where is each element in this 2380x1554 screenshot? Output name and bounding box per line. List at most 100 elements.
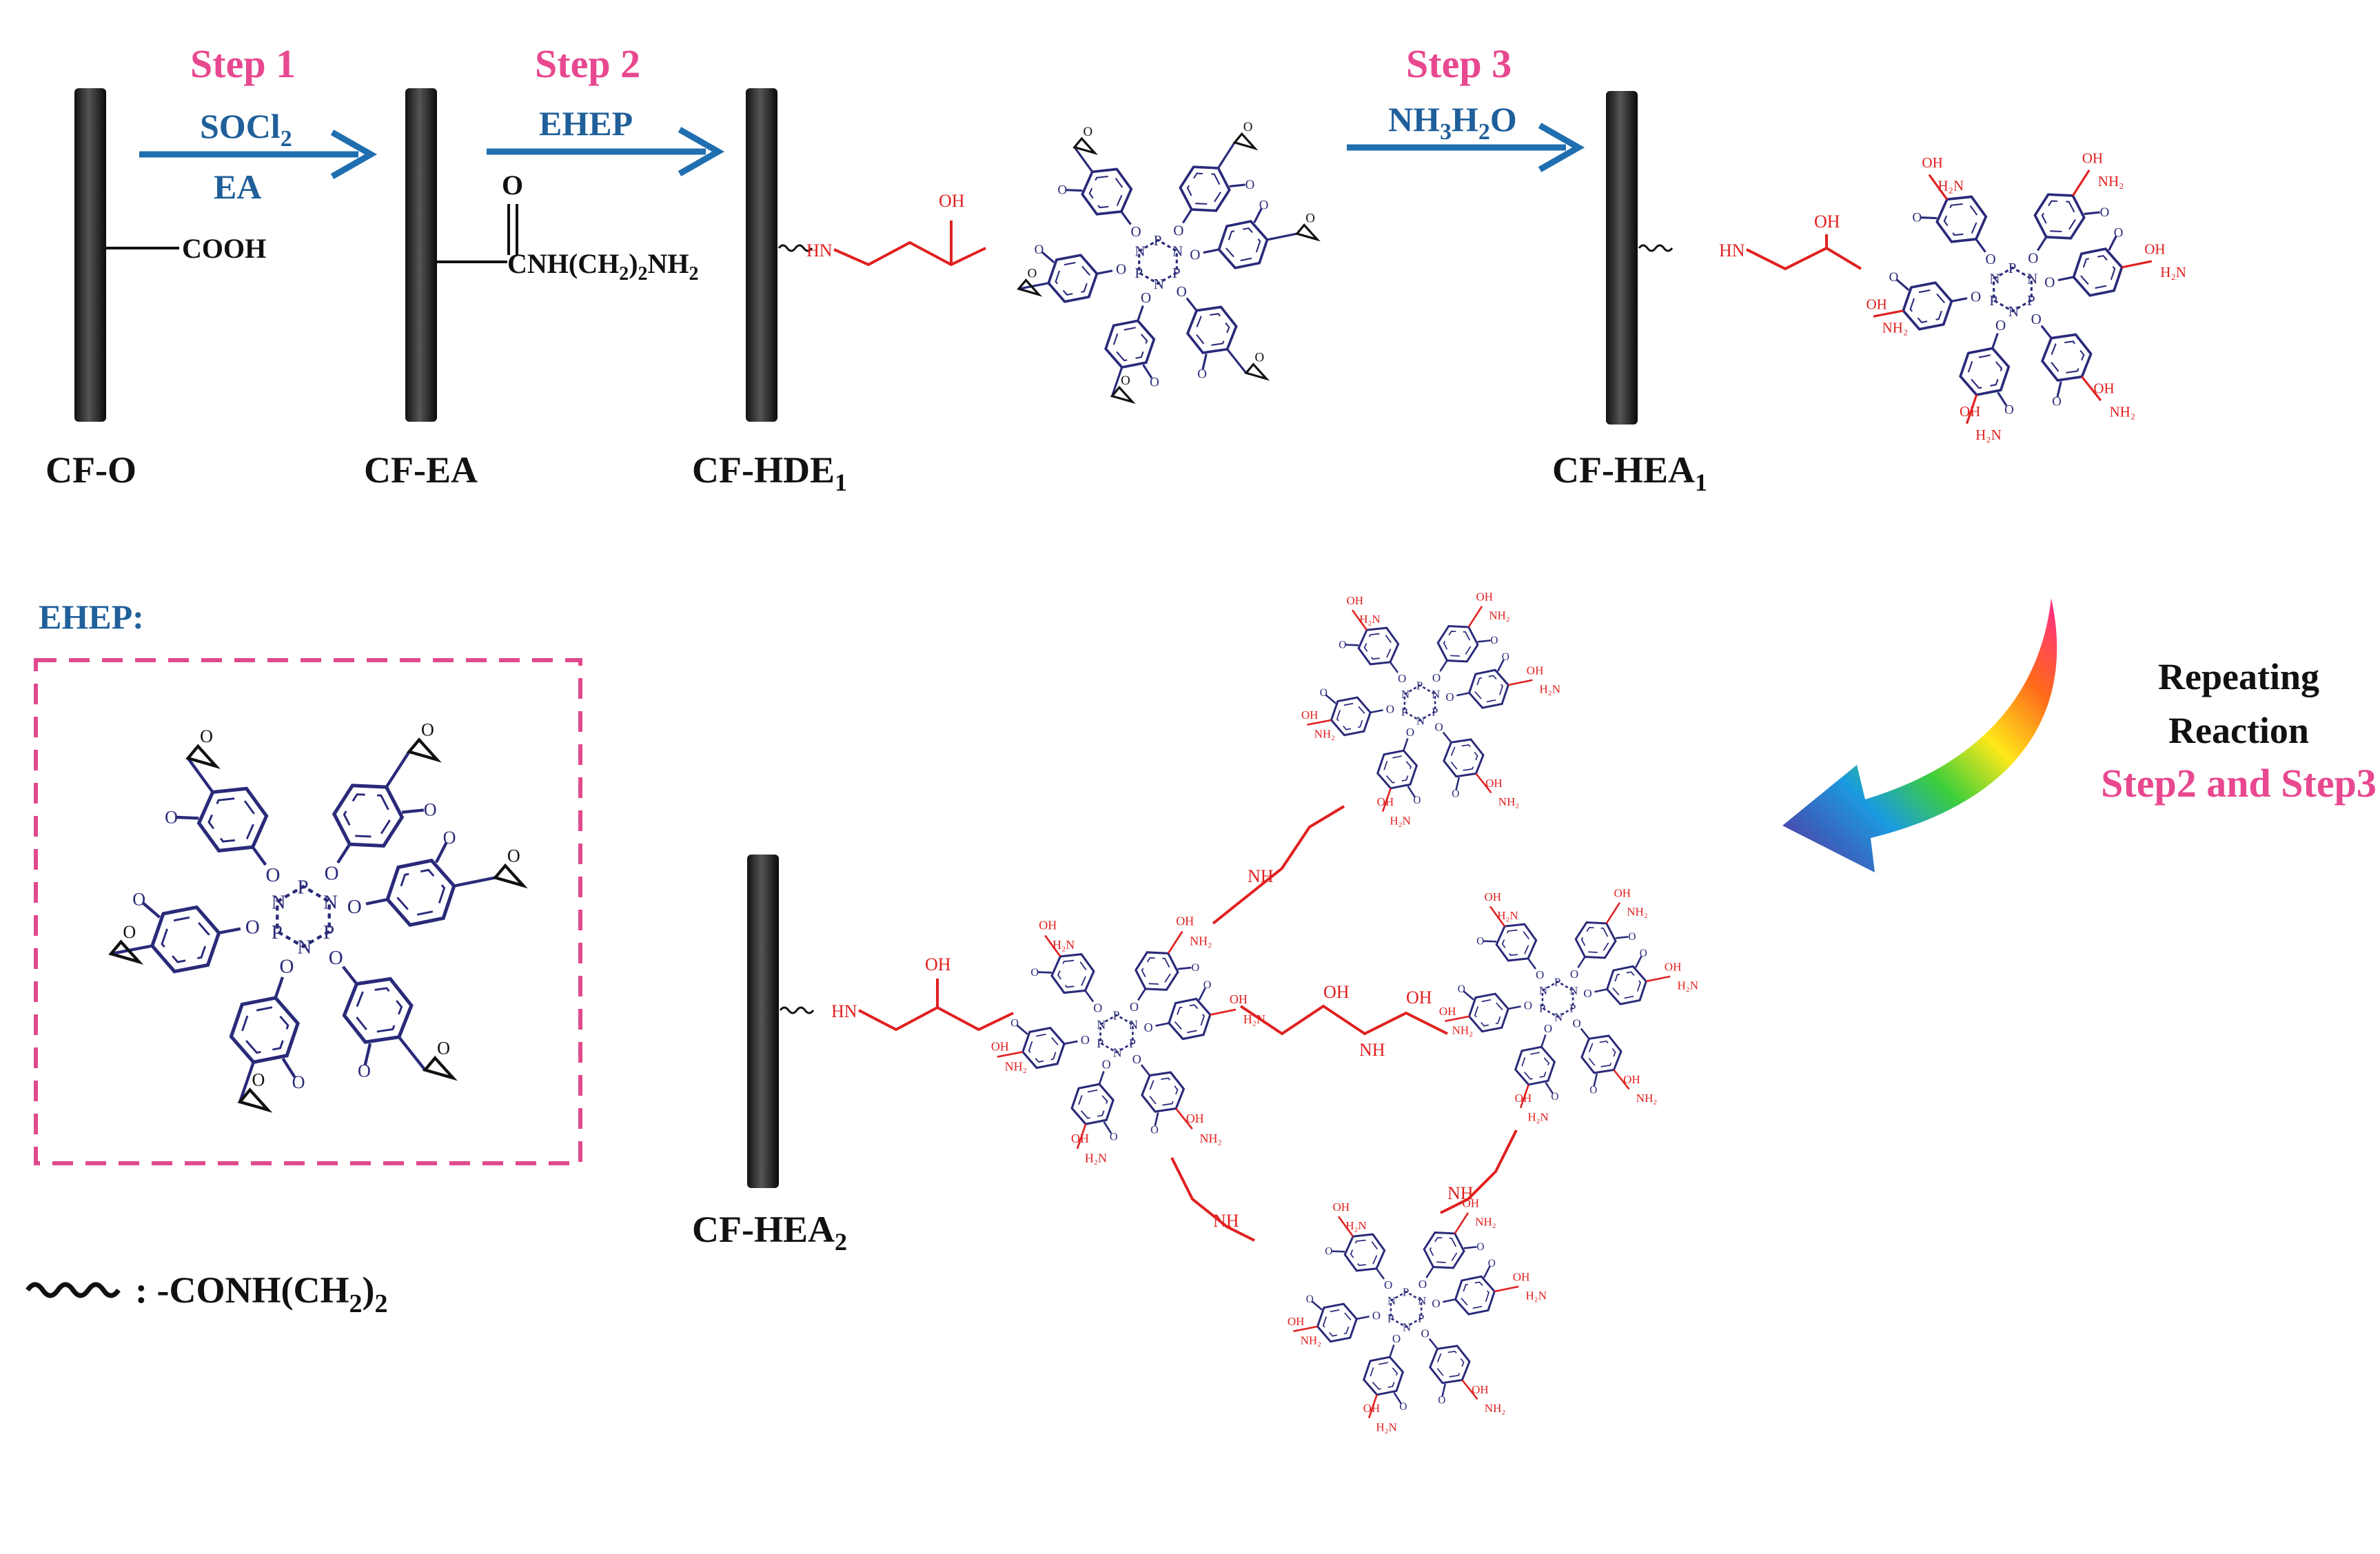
ether-oxygen: O [1986, 251, 1996, 267]
bridge-nh-2: NH [1248, 866, 1274, 886]
hydroxyl-group: OH [1515, 1092, 1532, 1105]
benzene-ring [229, 996, 300, 1065]
ring-atom-n: N [1403, 1320, 1411, 1333]
ether-oxygen: O [280, 956, 294, 978]
hydroxyl-group: OH [1485, 777, 1503, 790]
benzene-ring [1429, 1345, 1471, 1384]
fiber-cf-hea1: CF-HEA1 [1552, 91, 1707, 496]
ehep-box [34, 658, 582, 1165]
amine-group: NH₂ [1475, 1216, 1496, 1229]
amine-group: H₂N [1359, 613, 1380, 626]
step3-label: Step 3 [1406, 41, 1512, 86]
amine-group: H₂N [1085, 1152, 1107, 1165]
ring-atom-p: P [1097, 1036, 1103, 1050]
bridge-nh-3: NH [1447, 1183, 1474, 1203]
epoxide-oxygen: O [1305, 211, 1315, 225]
hydroxyl-group: OH [1176, 914, 1194, 928]
methoxy-oxygen: O [2004, 402, 2014, 417]
amine-group: H₂N [1390, 814, 1410, 827]
epoxide-oxygen: O [507, 846, 520, 866]
hydroxyl-group: OH [2093, 380, 2114, 397]
core-bridges: OH OH NH NH NH NH [1170, 805, 1518, 1242]
methoxy-oxygen: O [1320, 687, 1328, 699]
hydroxyl-group: OH [1301, 708, 1319, 722]
phosphazene-ring [1993, 266, 2033, 313]
step2-arrow [487, 127, 725, 176]
amine-group: NH₂ [1489, 609, 1509, 622]
amine-group: H₂N [1345, 1219, 1366, 1232]
oh-atom: OH [939, 191, 965, 211]
methoxy-oxygen: O [1476, 935, 1484, 947]
benzene-ring [1935, 195, 1988, 243]
repeat-line2: Reaction [2168, 710, 2309, 751]
benzene-ring [2040, 333, 2093, 382]
amine-group: H₂N [1243, 1012, 1265, 1026]
benzene-ring [1168, 997, 1212, 1041]
step3-reagent: NH3H2O [1388, 100, 1517, 145]
ether-oxygen: O [1524, 999, 1532, 1012]
ring-atom-n: N [2008, 303, 2019, 320]
benzene-ring [332, 784, 405, 848]
ring-atom-n: N [2027, 271, 2037, 287]
hn-atom: HN [1719, 241, 1745, 260]
epoxide-icon [108, 939, 144, 965]
ehep-core-hea1: PNPNPNOOOHH₂NOOOHNH₂OOOHH₂NOOOHNH₂OOOHH₂… [1867, 150, 2186, 442]
methoxy-oxygen: O [1110, 1131, 1118, 1143]
methoxy-oxygen: O [1035, 243, 1044, 257]
hydroxyl-group: OH [1922, 154, 1942, 171]
methoxy-oxygen: O [1197, 367, 1207, 381]
step1-label: Step 1 [190, 41, 296, 86]
ether-oxygen: O [1132, 1052, 1141, 1066]
ring-atom-p: P [1154, 232, 1162, 249]
benzene-ring [150, 905, 221, 974]
linker-legend: : -CONH(CH2)2 [26, 1269, 387, 1318]
methoxy-oxygen: O [1203, 979, 1212, 991]
methoxy-oxygen: O [1458, 983, 1465, 995]
hydroxyl-group: OH [1623, 1073, 1640, 1086]
ether-oxygen: O [1141, 289, 1151, 306]
methoxy-oxygen: O [1150, 1123, 1159, 1136]
ring-atom-n: N [323, 891, 338, 913]
benzene-ring [1047, 254, 1099, 303]
hydroxyl-group: OH [1476, 590, 1494, 603]
repeat-arrow [1782, 598, 2057, 872]
methoxy-oxygen: O [1058, 183, 1068, 198]
hn-atom: HN [831, 1001, 857, 1021]
benzene-ring [1959, 347, 2011, 397]
ether-oxygen: O [1432, 671, 1441, 684]
benzene-ring [1495, 923, 1538, 962]
phosphazene-ring [1390, 1291, 1423, 1328]
epoxide-oxygen: O [1255, 350, 1265, 365]
benzene-ring [1902, 281, 1953, 331]
ether-oxygen: O [1573, 1017, 1581, 1030]
hydroxyl-group: OH [2144, 241, 2165, 258]
epoxide-oxygen: O [252, 1070, 265, 1090]
benzene-ring [1217, 220, 1269, 269]
ring-atom-p: P [1989, 292, 1997, 309]
amine-group: NH₂ [1882, 319, 1909, 336]
ring-atom-n: N [1172, 243, 1183, 260]
ring-atom-n: N [1418, 1294, 1426, 1307]
ring-atom-n: N [1113, 1045, 1122, 1059]
methoxy-oxygen: O [1150, 375, 1159, 389]
step3-arrow [1347, 123, 1585, 172]
methoxy-oxygen: O [358, 1061, 371, 1081]
epoxide-icon [1072, 136, 1099, 156]
ether-oxygen: O [1386, 702, 1394, 715]
methoxy-oxygen: O [424, 799, 437, 819]
bridge-oh-1: OH [1323, 982, 1350, 1002]
hydroxyl-group: OH [1439, 1005, 1456, 1018]
methoxy-oxygen: O [1192, 961, 1200, 974]
hydroxyl-group: OH [1377, 795, 1394, 808]
ring-atom-n: N [1129, 1018, 1138, 1032]
ring-atom-p: P [323, 921, 334, 943]
repeat-line3: Step2 and Step3 [2101, 761, 2377, 806]
fiber-cf-hea2: CF-HEA2 [692, 855, 847, 1256]
hydroxyl-group: OH [1186, 1112, 1204, 1125]
wavy-bond-icon [26, 1282, 121, 1298]
hydroxyl-group: OH [1288, 1315, 1305, 1328]
step1-reagent-top: SOCl2 [200, 107, 292, 152]
benzene-ring [1179, 165, 1231, 212]
phosphazene-ring [1099, 1014, 1134, 1054]
